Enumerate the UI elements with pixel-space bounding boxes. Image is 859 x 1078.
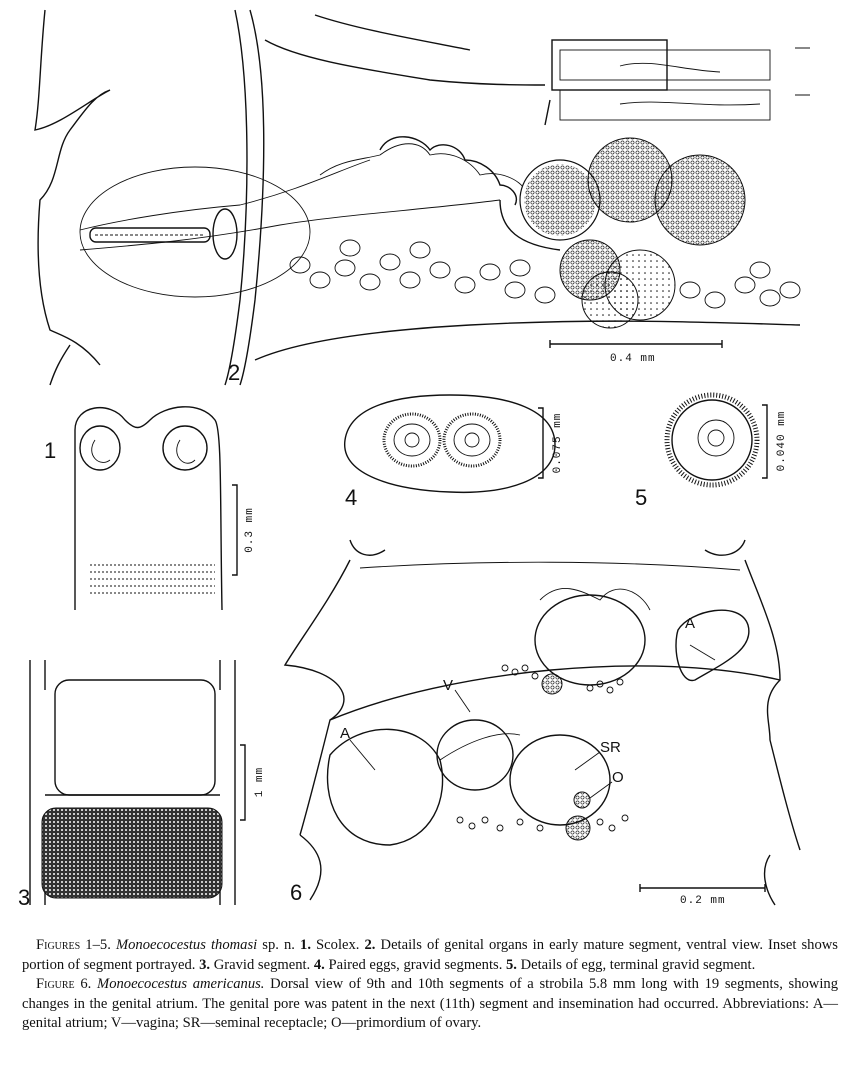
caption-text: Paired eggs, gravid segments. — [328, 956, 503, 973]
species-name: Monoecocestus thomasi — [115, 937, 258, 953]
egg-ovoids — [289, 239, 801, 309]
scale-label: 0.075 mm — [552, 413, 564, 474]
figure-caption: Figures 1–5. Monoecocestus thomasi sp. n… — [22, 936, 838, 1034]
caption-text: Details of egg, terminal gravid segment. — [520, 956, 756, 973]
caption-head: Figure 6. — [36, 976, 92, 993]
figure-1-label: 1 — [44, 438, 56, 463]
figure-number: 2. — [364, 937, 376, 953]
figure-1-scolex: 0.3 mm 1 — [44, 406, 256, 611]
figure-3-label: 3 — [18, 885, 30, 910]
caption-figure-6: Figure 6. Monoecocestus americanus. Dors… — [22, 975, 838, 1034]
scale-label: 1 mm — [254, 767, 266, 797]
figure-2-label: 2 — [228, 360, 240, 385]
figure-4-label: 4 — [345, 485, 357, 510]
label-genital-atrium-lower: A — [340, 725, 350, 742]
label-seminal-receptacle: SR — [600, 739, 621, 756]
caption-text: Dorsal view of 9th and 10th segments of … — [22, 976, 838, 1032]
figure-3-gravid-segment: 1 mm 3 — [18, 660, 266, 910]
figure-number: 1. — [300, 937, 311, 953]
scale-label: 0.2 mm — [680, 895, 726, 907]
inset-segment-diagram — [544, 39, 810, 126]
illustration-plate: 0.4 mm 2 0.3 mm 1 1 mm 3 — [18, 9, 810, 910]
caption-text: Scolex. — [316, 937, 360, 953]
species-name: Monoecocestus americanus. — [97, 976, 265, 993]
caption-text: sp. n. — [262, 937, 295, 953]
scale-label: 0.040 mm — [776, 411, 788, 472]
label-vagina: V — [443, 677, 453, 694]
figure-6-label: 6 — [290, 880, 302, 905]
scale-label: 0.4 mm — [610, 353, 656, 365]
figure-5-egg-detail: 0.040 mm 5 — [635, 392, 788, 510]
scale-label: 0.3 mm — [244, 507, 256, 553]
figure-number: 4. — [313, 956, 325, 973]
scale-bar-0.4mm: 0.4 mm — [549, 340, 723, 365]
label-genital-atrium-upper: A — [685, 615, 695, 632]
figure-5-label: 5 — [635, 485, 647, 510]
caption-text: Details of genital organs in early matur… — [22, 937, 838, 973]
figure-number: 3. — [199, 956, 211, 973]
caption-text: Gravid segment. — [213, 956, 311, 973]
figure-4-paired-eggs: 0.075 mm 4 — [344, 394, 564, 510]
vitelline-gland — [519, 137, 746, 329]
figure-2-genital-organs: 0.4 mm 2 — [34, 9, 810, 386]
caption-head: Figures 1–5. — [36, 937, 111, 953]
figure-6-dorsal-segments: A A V SR O 0.2 mm 6 — [283, 539, 801, 907]
caption-figures-1-5: Figures 1–5. Monoecocestus thomasi sp. n… — [22, 936, 838, 975]
label-ovary-primordium: O — [612, 769, 624, 786]
figure-number: 5. — [506, 956, 517, 973]
